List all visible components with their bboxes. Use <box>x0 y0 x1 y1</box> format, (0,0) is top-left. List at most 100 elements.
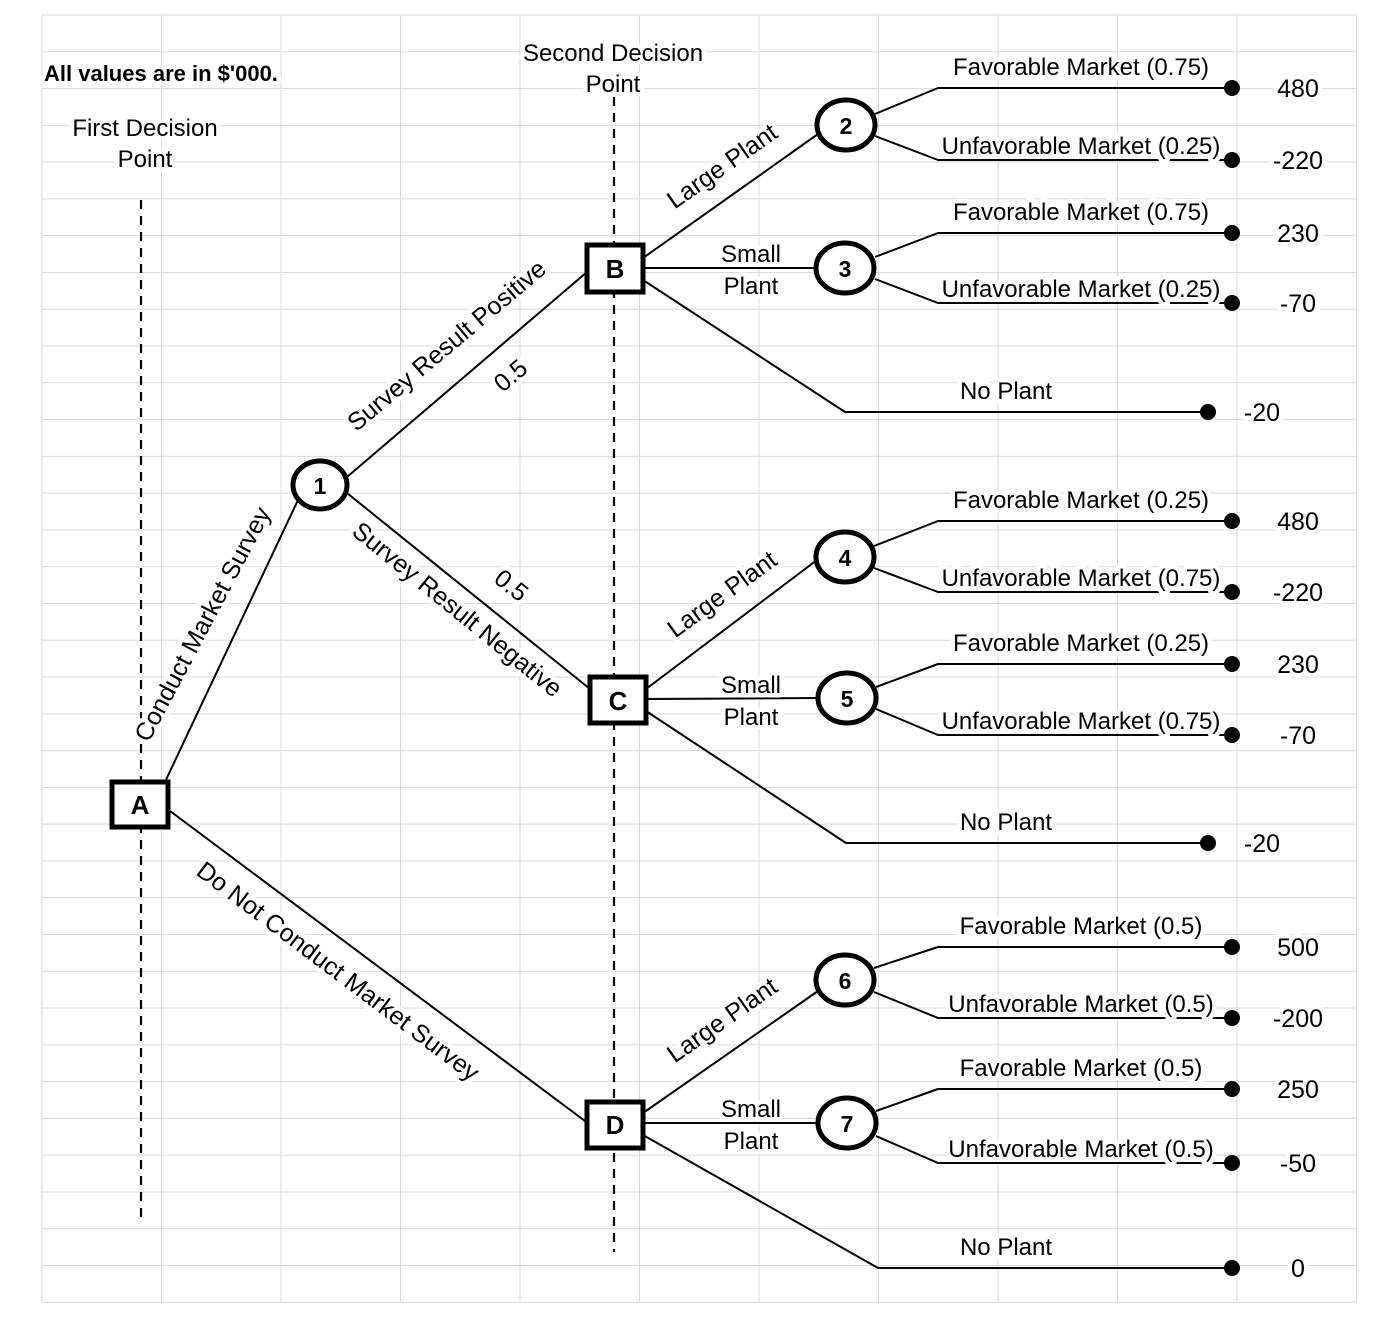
edge-c-to-5 <box>645 697 818 700</box>
edge-a-to-d <box>165 807 590 1125</box>
svg-text:B: B <box>606 254 625 284</box>
terminal-dot <box>1224 80 1240 96</box>
first-decision-point-header: First Decision Point <box>68 111 222 178</box>
chance-node-7: 7 <box>815 1095 879 1151</box>
chance-node-5: 5 <box>815 670 879 726</box>
terminal-dot <box>1224 727 1240 743</box>
terminal-dot <box>1224 513 1240 529</box>
branch-label: No Plant <box>960 809 1052 836</box>
label-large-plant-c: Large Plant <box>662 546 782 644</box>
terminal-dot <box>1224 584 1240 600</box>
payoff-value: -220 <box>1273 579 1323 607</box>
edge-1-to-b <box>346 271 588 478</box>
decision-node-c: C <box>587 674 649 726</box>
branch-c5-unfavorable: Unfavorable Market (0.75) -70 <box>875 704 1321 755</box>
branch-label: Unfavorable Market (0.5) <box>948 991 1213 1018</box>
chance-node-1: 1 <box>290 458 350 512</box>
label-conduct-market-survey: Conduct Market Survey <box>129 502 277 746</box>
spreadsheet-grid <box>41 14 1357 1303</box>
branch-b3-favorable: Favorable Market (0.75) 230 <box>874 195 1323 258</box>
svg-text:3: 3 <box>839 256 852 282</box>
terminal-dot <box>1224 1260 1240 1276</box>
branch-d7-unfavorable: Unfavorable Market (0.5) -50 <box>875 1132 1321 1183</box>
branch-label: Favorable Market (0.25) <box>953 487 1209 514</box>
payoff-value: -200 <box>1273 1005 1323 1033</box>
payoff-value: -50 <box>1280 1150 1316 1178</box>
svg-text:D: D <box>606 1110 625 1140</box>
payoff-value: 500 <box>1277 934 1319 962</box>
decision-node-d: D <box>584 1099 646 1151</box>
svg-text:6: 6 <box>839 968 852 994</box>
decision-node-b: B <box>584 242 646 295</box>
payoff-value: 250 <box>1277 1076 1319 1104</box>
branch-d7-favorable: Favorable Market (0.5) 250 <box>875 1051 1323 1112</box>
branch-c4-favorable: Favorable Market (0.25) 480 <box>873 483 1323 547</box>
branch-c-no-plant: No Plant -20 <box>645 710 1285 863</box>
chance-node-4: 4 <box>813 529 877 585</box>
terminal-dot <box>1224 295 1240 311</box>
terminal-dot <box>1224 225 1240 241</box>
branch-b2-favorable: Favorable Market (0.75) 480 <box>874 50 1323 115</box>
svg-text:Small: Small <box>721 1096 781 1123</box>
label-small-plant-d: Small Plant <box>716 1092 785 1160</box>
terminal-dot <box>1224 1155 1240 1171</box>
terminal-dot <box>1224 939 1240 955</box>
branch-d6-favorable: Favorable Market (0.5) 500 <box>873 909 1323 969</box>
branch-label: No Plant <box>960 1234 1052 1261</box>
label-probability-positive: 0.5 <box>489 354 534 398</box>
branch-label: Unfavorable Market (0.25) <box>942 133 1221 160</box>
svg-text:2: 2 <box>840 113 853 139</box>
payoff-value: 230 <box>1277 220 1319 248</box>
terminal-dot <box>1224 152 1240 168</box>
svg-text:Small: Small <box>721 241 781 268</box>
branch-c5-favorable: Favorable Market (0.25) 230 <box>875 626 1323 688</box>
svg-text:C: C <box>609 686 628 716</box>
payoff-value: -20 <box>1244 830 1280 858</box>
label-large-plant-b: Large Plant <box>662 118 783 214</box>
terminal-dot <box>1200 835 1216 851</box>
branch-label: Favorable Market (0.5) <box>960 913 1203 940</box>
branch-b-no-plant: No Plant -20 <box>642 279 1285 432</box>
svg-text:Second Decision: Second Decision <box>523 40 703 67</box>
svg-text:A: A <box>131 790 150 820</box>
branch-label: No Plant <box>960 378 1052 405</box>
branch-label: Favorable Market (0.75) <box>953 54 1209 81</box>
label-survey-result-negative: Survey Result Negative <box>347 517 568 703</box>
edge-d-to-6 <box>642 990 819 1114</box>
branch-label: Unfavorable Market (0.5) <box>948 1136 1213 1163</box>
branch-label: Unfavorable Market (0.75) <box>942 708 1221 735</box>
payoff-value: -70 <box>1280 722 1316 750</box>
branch-d-no-plant: No Plant 0 <box>642 1134 1309 1288</box>
branch-b2-unfavorable: Unfavorable Market (0.25) -220 <box>874 129 1328 180</box>
payoff-value: 480 <box>1277 508 1319 536</box>
svg-text:Point: Point <box>118 146 173 173</box>
payoff-value: -20 <box>1244 399 1280 427</box>
terminal-dot <box>1224 1081 1240 1097</box>
payoff-value: 0 <box>1291 1255 1305 1283</box>
payoff-value: 480 <box>1277 75 1319 103</box>
terminal-dot <box>1224 1010 1240 1026</box>
svg-text:First Decision: First Decision <box>72 115 217 142</box>
edge-a-to-1 <box>163 499 299 785</box>
terminal-dot <box>1200 404 1216 420</box>
branch-b3-unfavorable: Unfavorable Market (0.25) -70 <box>874 272 1321 323</box>
branch-label: Unfavorable Market (0.75) <box>942 565 1221 592</box>
svg-text:7: 7 <box>841 1111 854 1137</box>
svg-text:5: 5 <box>841 686 854 712</box>
branch-c4-unfavorable: Unfavorable Market (0.75) -220 <box>873 561 1328 612</box>
payoff-value: -220 <box>1273 147 1323 175</box>
svg-text:4: 4 <box>839 545 852 571</box>
chance-node-3: 3 <box>813 240 877 296</box>
edge-b-to-2 <box>642 133 819 259</box>
label-small-plant-b: Small Plant <box>716 237 785 305</box>
svg-text:1: 1 <box>314 473 327 499</box>
label-large-plant-d: Large Plant <box>662 972 783 1068</box>
svg-text:Small: Small <box>721 672 781 699</box>
label-small-plant-c: Small Plant <box>716 668 785 736</box>
branch-label: Favorable Market (0.5) <box>960 1055 1203 1082</box>
terminal-dot <box>1224 656 1240 672</box>
svg-text:Plant: Plant <box>724 1128 779 1155</box>
decision-node-a: A <box>109 779 171 830</box>
label-probability-negative: 0.5 <box>489 564 534 608</box>
